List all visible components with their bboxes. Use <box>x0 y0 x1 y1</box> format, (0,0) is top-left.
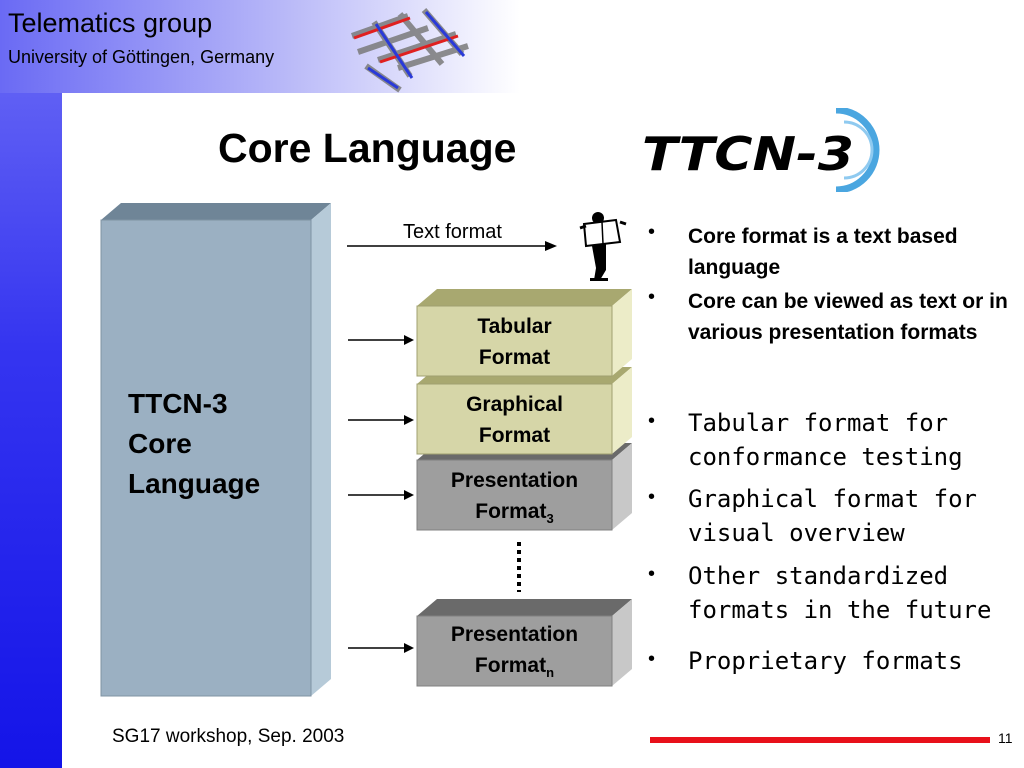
footer-event: SG17 workshop, Sep. 2003 <box>112 726 345 747</box>
slide-title: Core Language <box>218 125 517 171</box>
format-arrows <box>348 335 414 653</box>
text-format-arrow <box>347 241 557 251</box>
presentation-format-n-label: Presentation Formatn <box>450 623 579 681</box>
tabular-format-box <box>416 289 632 377</box>
header-band <box>0 0 520 93</box>
presentation-format-n-box <box>416 599 632 687</box>
text-format-label: Text format <box>403 221 502 243</box>
grid-logo-icon <box>350 8 469 93</box>
page-number: 11 <box>998 730 1013 746</box>
reader-figure-icon <box>579 212 627 281</box>
core-language-label: TTCN-3 Core Language <box>128 388 261 499</box>
footer-accent-bar <box>650 737 990 743</box>
left-accent-band <box>0 0 62 768</box>
university-name: University of Göttingen, Germany <box>8 47 275 67</box>
ttcn3-logo: TTCN-3 <box>642 108 880 192</box>
ttcn3-logo-text: TTCN-3 <box>642 127 854 181</box>
presentation-format-3-label: Presentation Format3 <box>450 469 579 527</box>
tabular-format-label: Tabular Format <box>477 315 552 369</box>
graphical-format-label: Graphical Format <box>466 393 563 447</box>
org-name: Telematics group <box>8 8 213 38</box>
ellipsis-dots <box>517 542 521 592</box>
core-language-block <box>100 203 331 697</box>
